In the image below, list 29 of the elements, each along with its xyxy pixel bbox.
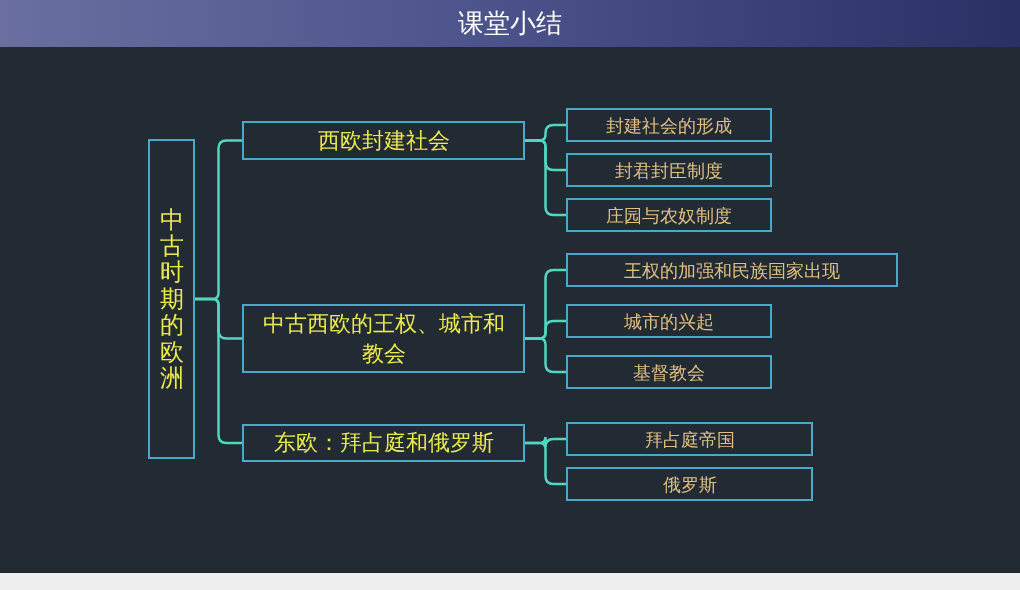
item-box [566, 355, 772, 389]
label: 西欧封建社会 [316, 126, 451, 155]
title: 课堂小结 [458, 7, 562, 40]
bracket-connector [525, 139, 566, 217]
label: 东欧：拜占庭和俄罗斯 [272, 429, 495, 457]
label: 城市的兴起 [623, 309, 715, 334]
item-box [566, 422, 813, 456]
item-box [566, 198, 772, 232]
section-box [242, 424, 525, 462]
item-box [566, 108, 772, 142]
label: 封建社会的形成 [605, 113, 733, 138]
bracket-connector [195, 297, 242, 445]
label: 拜占庭帝国 [643, 427, 736, 452]
bracket-connector [525, 441, 566, 486]
item-box [566, 467, 813, 501]
section-box [242, 304, 525, 373]
bracket-connector [525, 337, 566, 374]
label: 俄罗斯 [661, 472, 718, 497]
label: 庄园与农奴制度 [605, 203, 733, 228]
item-box [566, 253, 898, 287]
item-box [566, 153, 772, 187]
label: 中古西欧的王权、城市和教会 [261, 309, 506, 368]
label: 王权的加强和民族国家出现 [623, 258, 841, 283]
item-box [566, 304, 772, 338]
vertical-label: 中古时期的欧洲 [159, 206, 184, 392]
topic-box [148, 139, 195, 459]
label: 基督教会 [632, 360, 706, 385]
section-box [242, 121, 525, 160]
label: 封君封臣制度 [614, 158, 724, 183]
